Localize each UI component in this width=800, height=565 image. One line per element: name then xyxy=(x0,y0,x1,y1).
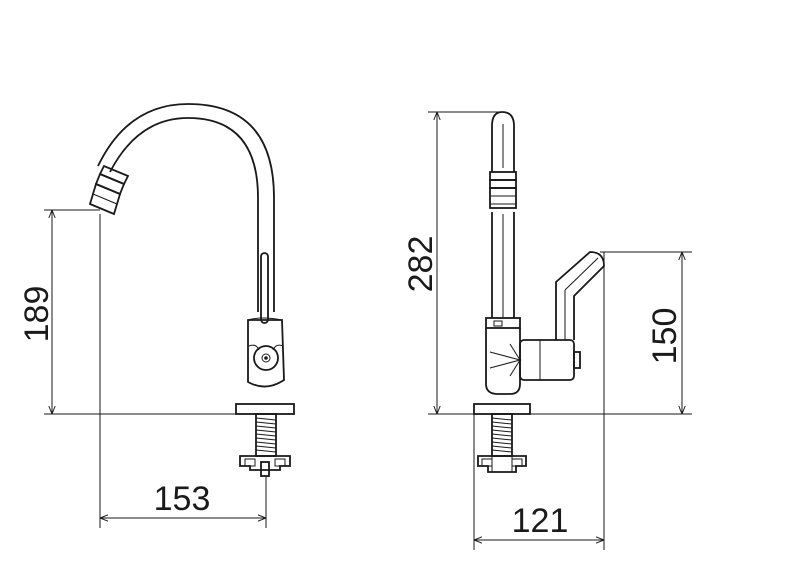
front-spout-outer xyxy=(109,117,259,312)
front-height-label: 189 xyxy=(18,286,56,343)
front-dimension-height xyxy=(44,209,236,415)
side-lever xyxy=(555,251,605,340)
side-dimension-depth xyxy=(473,252,605,550)
side-spout xyxy=(489,111,517,318)
side-dimension-handle-height xyxy=(530,251,692,415)
front-view: 189 153 xyxy=(18,103,295,528)
front-dimension-reach xyxy=(99,214,267,528)
side-view: 282 150 121 xyxy=(402,111,692,550)
front-threaded-shank xyxy=(255,413,277,457)
front-body xyxy=(247,317,285,388)
front-aerator xyxy=(88,164,130,216)
side-depth-label: 121 xyxy=(512,502,569,540)
side-threaded-shank xyxy=(491,413,513,457)
front-mounting-nut xyxy=(239,455,291,477)
side-base-flange xyxy=(473,403,531,415)
side-total-height-label: 282 xyxy=(402,236,440,293)
front-reach-label: 153 xyxy=(154,480,211,518)
front-lever xyxy=(260,252,269,324)
front-spout-inner xyxy=(97,103,275,312)
side-mounting-nut xyxy=(477,455,527,473)
front-base-flange xyxy=(235,403,295,415)
side-dimension-total-height xyxy=(428,111,500,415)
side-body xyxy=(485,317,522,395)
side-handle-height-label: 150 xyxy=(646,308,684,365)
side-cartridge xyxy=(519,339,581,381)
